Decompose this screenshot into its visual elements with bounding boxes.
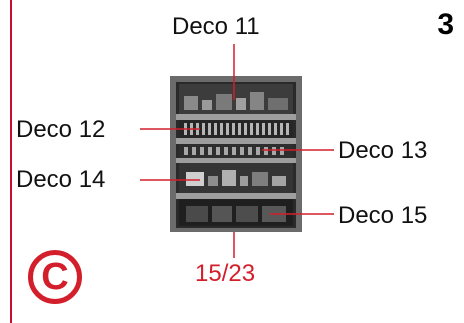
label-deco-12: Deco 12 — [16, 116, 106, 143]
label-deco-15: Deco 15 — [338, 202, 428, 229]
label-deco-14: Deco 14 — [16, 166, 106, 193]
left-margin-rule — [10, 0, 12, 323]
part-counter: 15/23 — [195, 260, 256, 287]
copyright-icon: C — [28, 250, 82, 304]
shelf-unit-illustration — [170, 76, 302, 232]
label-deco-11: Deco 11 — [172, 13, 260, 40]
label-deco-13: Deco 13 — [338, 137, 428, 164]
page-number: 3 — [437, 8, 454, 41]
